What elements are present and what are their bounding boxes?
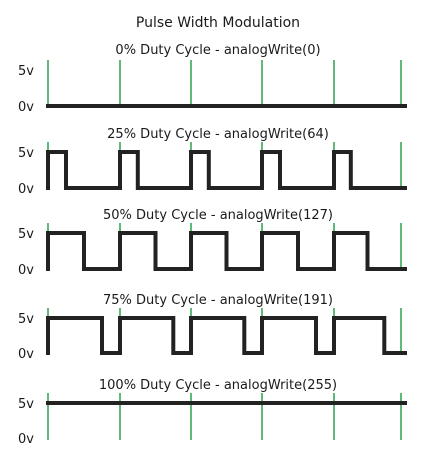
- label-5v: 5v: [18, 146, 34, 161]
- label-0v: 0v: [18, 432, 34, 447]
- label-5v: 5v: [18, 312, 34, 327]
- pwm-panel-0: 0% Duty Cycle - analogWrite(0) 5v 0v: [18, 43, 407, 115]
- pwm-panel-25: 25% Duty Cycle - analogWrite(64) 5v 0v: [18, 127, 407, 197]
- pwm-signal-line: [46, 150, 407, 190]
- diagram-title: Pulse Width Modulation: [136, 15, 300, 31]
- pwm-panel-75: 75% Duty Cycle - analogWrite(191) 5v 0v: [18, 293, 407, 362]
- pwm-signal-line: [46, 231, 407, 271]
- panel-caption: 75% Duty Cycle - analogWrite(191): [103, 293, 333, 308]
- panel-caption: 100% Duty Cycle - analogWrite(255): [99, 378, 337, 393]
- label-0v: 0v: [18, 347, 34, 362]
- panel-caption: 25% Duty Cycle - analogWrite(64): [107, 127, 329, 142]
- label-5v: 5v: [18, 64, 34, 79]
- label-5v: 5v: [18, 227, 34, 242]
- label-0v: 0v: [18, 182, 34, 197]
- pwm-panel-50: 50% Duty Cycle - analogWrite(127) 5v 0v: [18, 208, 407, 278]
- label-0v: 0v: [18, 263, 34, 278]
- panel-caption: 50% Duty Cycle - analogWrite(127): [103, 208, 333, 223]
- pwm-panel-100: 100% Duty Cycle - analogWrite(255) 5v 0v: [18, 378, 407, 447]
- panel-caption: 0% Duty Cycle - analogWrite(0): [115, 43, 320, 58]
- label-0v: 0v: [18, 100, 34, 115]
- pwm-signal-line: [46, 316, 407, 355]
- label-5v: 5v: [18, 397, 34, 412]
